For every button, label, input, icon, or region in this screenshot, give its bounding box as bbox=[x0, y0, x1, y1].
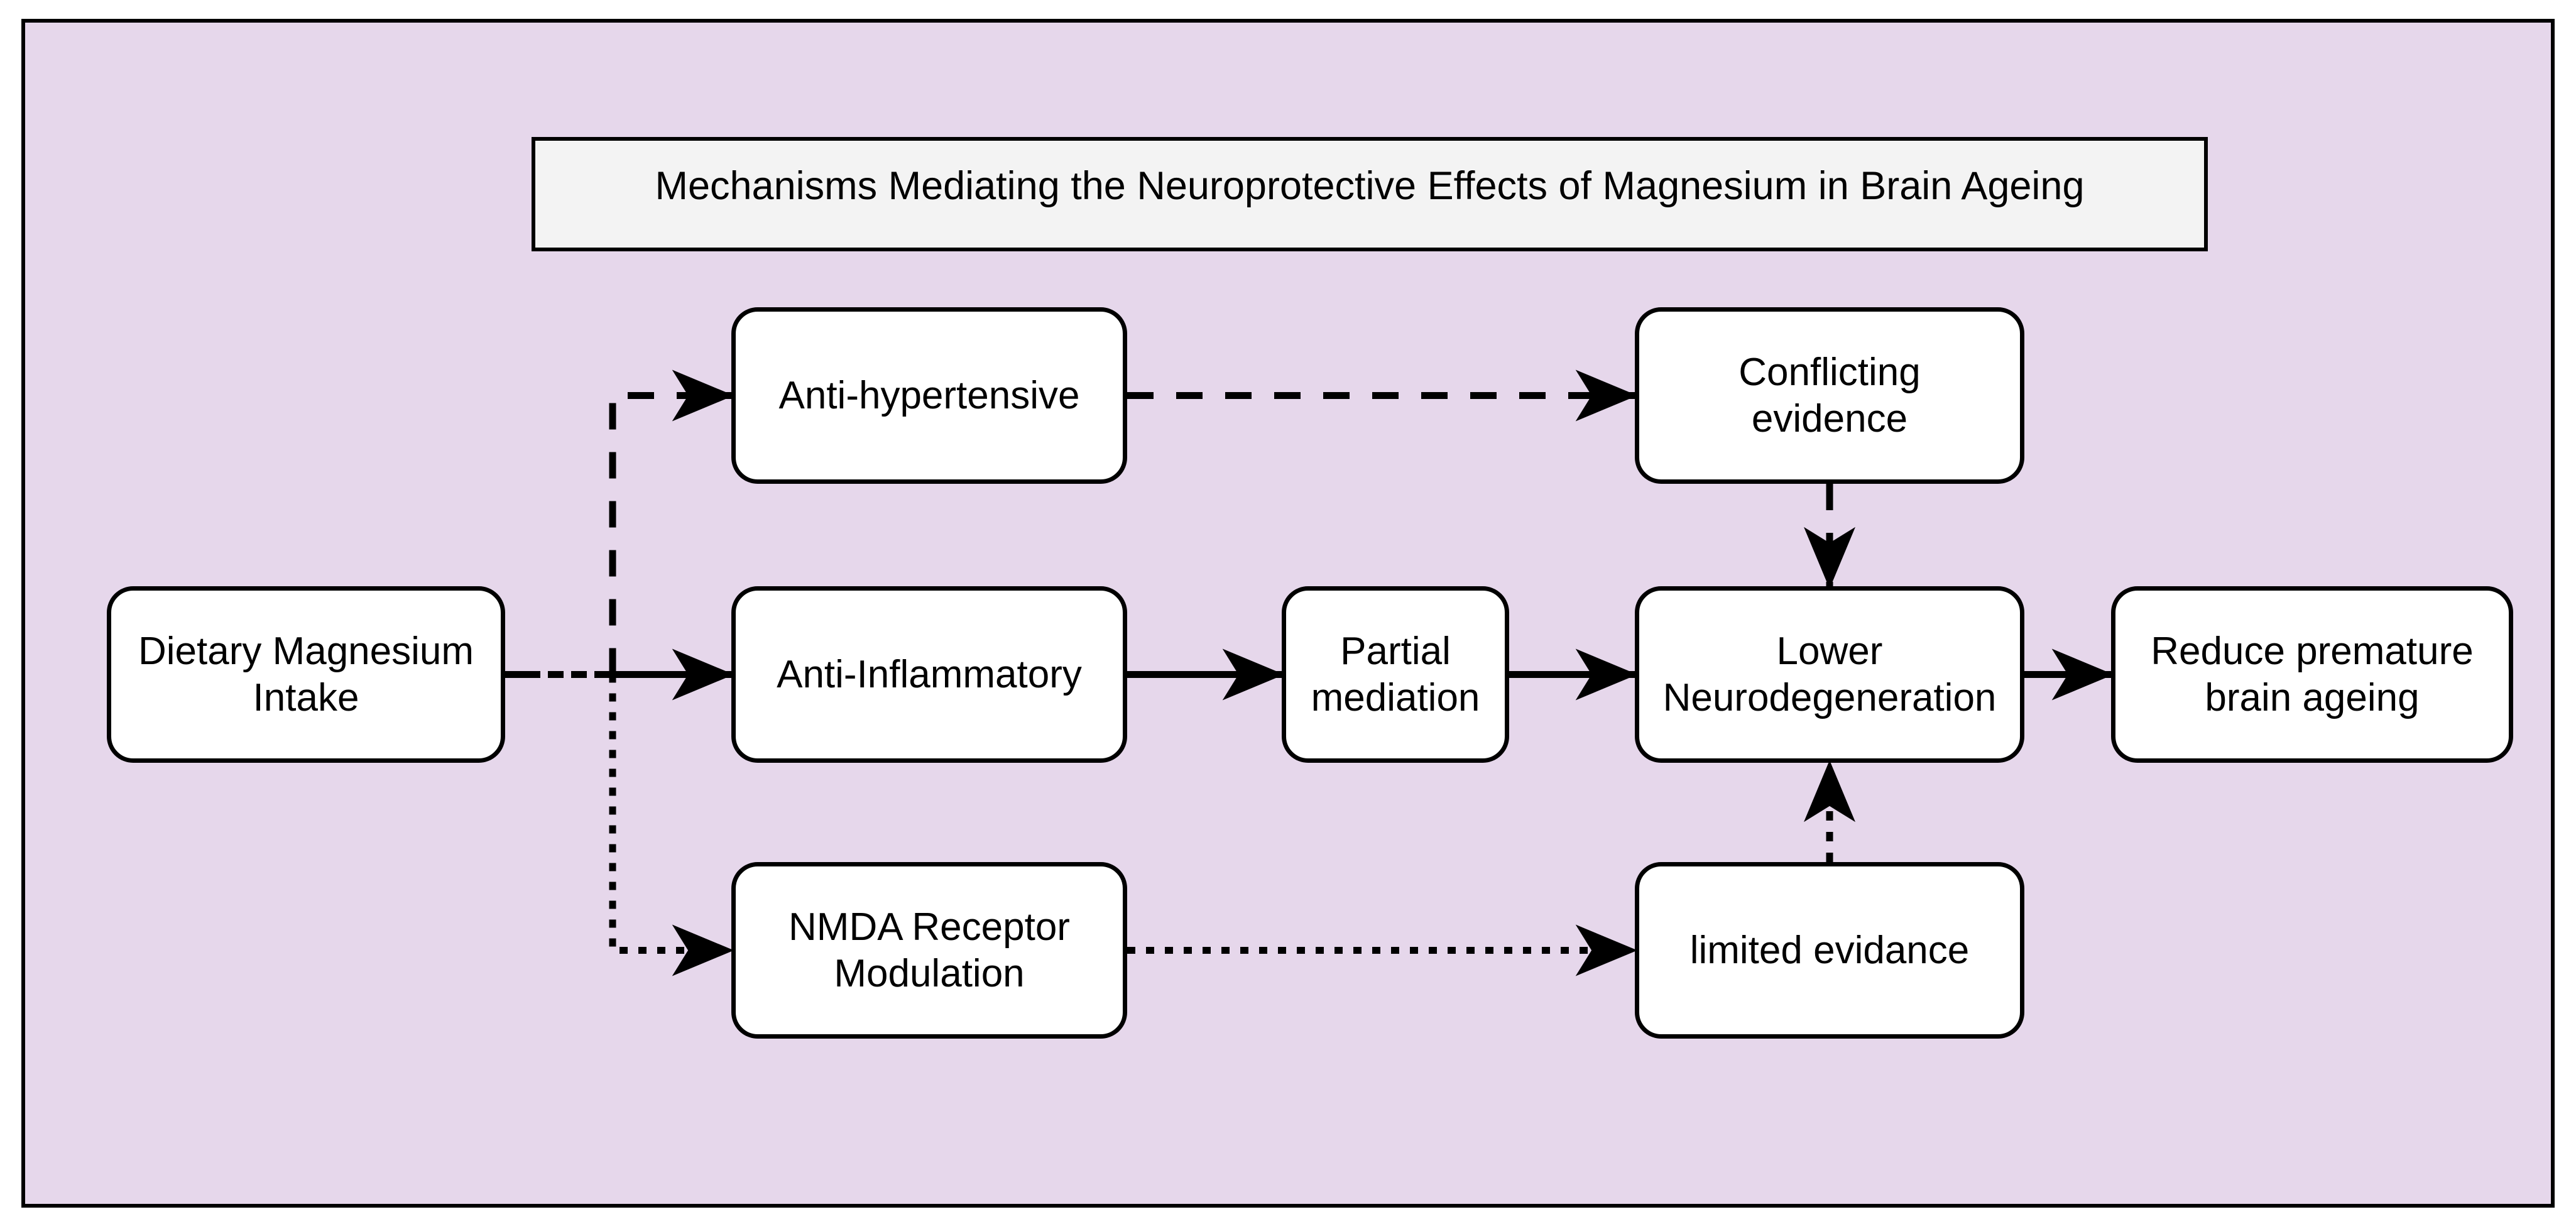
node-label: NMDA Receptor Modulation bbox=[789, 905, 1070, 995]
node-partial-mediation: Partial mediation bbox=[1282, 586, 1509, 763]
node-reduce-premature-brain-ageing: Reduce premature brain ageing bbox=[2111, 586, 2513, 763]
edge-dietary-to-nmda-dotted bbox=[609, 674, 734, 976]
node-label: Dietary Magnesium Intake bbox=[138, 630, 474, 719]
node-lower-neurodegeneration: Lower Neurodegeneration bbox=[1635, 586, 2024, 763]
node-dietary-magnesium-intake: Dietary Magnesium Intake bbox=[107, 586, 505, 763]
node-label: Reduce premature brain ageing bbox=[2151, 630, 2474, 719]
node-conflicting-evidence: Conflicting evidence bbox=[1635, 307, 2024, 484]
diagram-title-text: Mechanisms Mediating the Neuroprotective… bbox=[655, 164, 2085, 208]
node-nmda-receptor-modulation: NMDA Receptor Modulation bbox=[731, 862, 1127, 1039]
diagram-title: Mechanisms Mediating the Neuroprotective… bbox=[532, 137, 2208, 251]
node-label: Anti-Inflammatory bbox=[777, 652, 1082, 696]
node-limited-evidance: limited evidance bbox=[1635, 862, 2024, 1039]
node-label: Partial mediation bbox=[1311, 630, 1480, 719]
edge-dietary-to-anti-hypertensive-dashed bbox=[609, 369, 734, 675]
node-label: Lower Neurodegeneration bbox=[1662, 630, 1997, 719]
node-label: Conflicting evidence bbox=[1738, 351, 1921, 440]
node-label: limited evidance bbox=[1689, 928, 1970, 972]
node-label: Anti-hypertensive bbox=[778, 373, 1080, 417]
node-anti-hypertensive: Anti-hypertensive bbox=[731, 307, 1127, 484]
node-anti-inflammatory: Anti-Inflammatory bbox=[731, 586, 1127, 763]
